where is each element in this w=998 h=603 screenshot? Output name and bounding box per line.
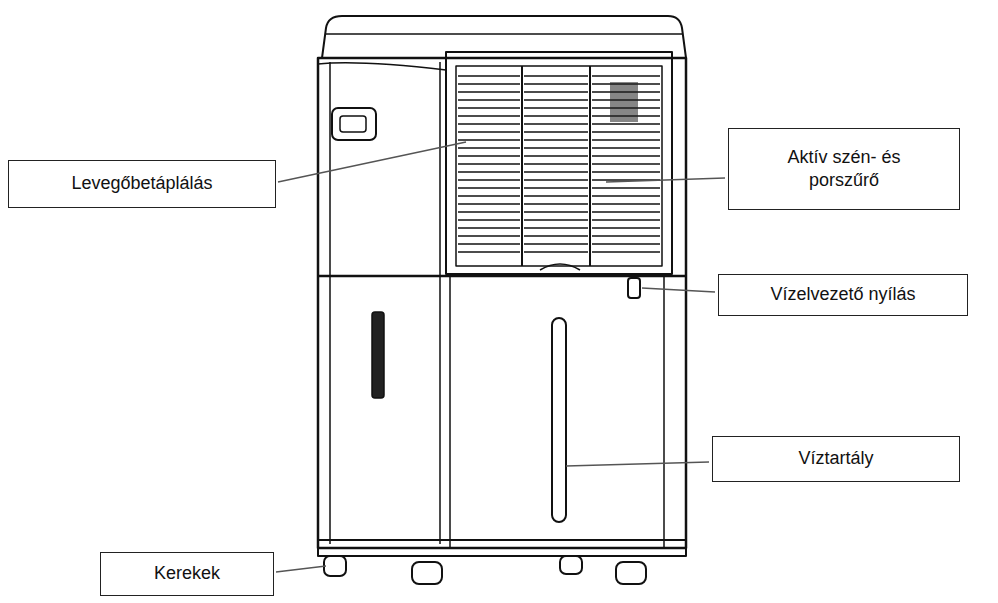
leader-lines (276, 142, 725, 572)
tank-edges (450, 276, 664, 548)
part-label: Levegőbetáplálás (71, 172, 212, 195)
side-handle (372, 312, 384, 398)
filter-tab (610, 82, 638, 122)
side-curve (318, 63, 446, 70)
grille-latch (540, 264, 580, 270)
side-panel-edges (330, 62, 440, 544)
top-edge (326, 33, 682, 35)
grille-dividers (522, 66, 590, 266)
label-box: Levegőbetáplálás (8, 160, 276, 208)
top-handle (332, 108, 376, 140)
top-handle-grip (340, 116, 366, 132)
drain-opening (628, 278, 640, 298)
filter-frame (456, 66, 662, 266)
body-outline (318, 58, 686, 548)
part-label: Aktív szén- és porszűrő (764, 146, 924, 193)
tank-window (552, 318, 566, 522)
base (318, 540, 686, 556)
part-label: Kerekek (154, 562, 220, 585)
tank-divider (318, 275, 686, 278)
wheels (324, 556, 646, 584)
label-box: Víztartály (712, 436, 960, 482)
label-box: Kerekek (100, 552, 274, 596)
label-box: Aktív szén- és porszűrő (728, 128, 960, 210)
grille-frame (446, 52, 672, 274)
part-label: Vízelvezető nyílás (770, 283, 915, 306)
part-label: Víztartály (798, 447, 873, 470)
label-box: Vízelvezető nyílás (718, 274, 968, 316)
grille-slats (458, 76, 660, 252)
